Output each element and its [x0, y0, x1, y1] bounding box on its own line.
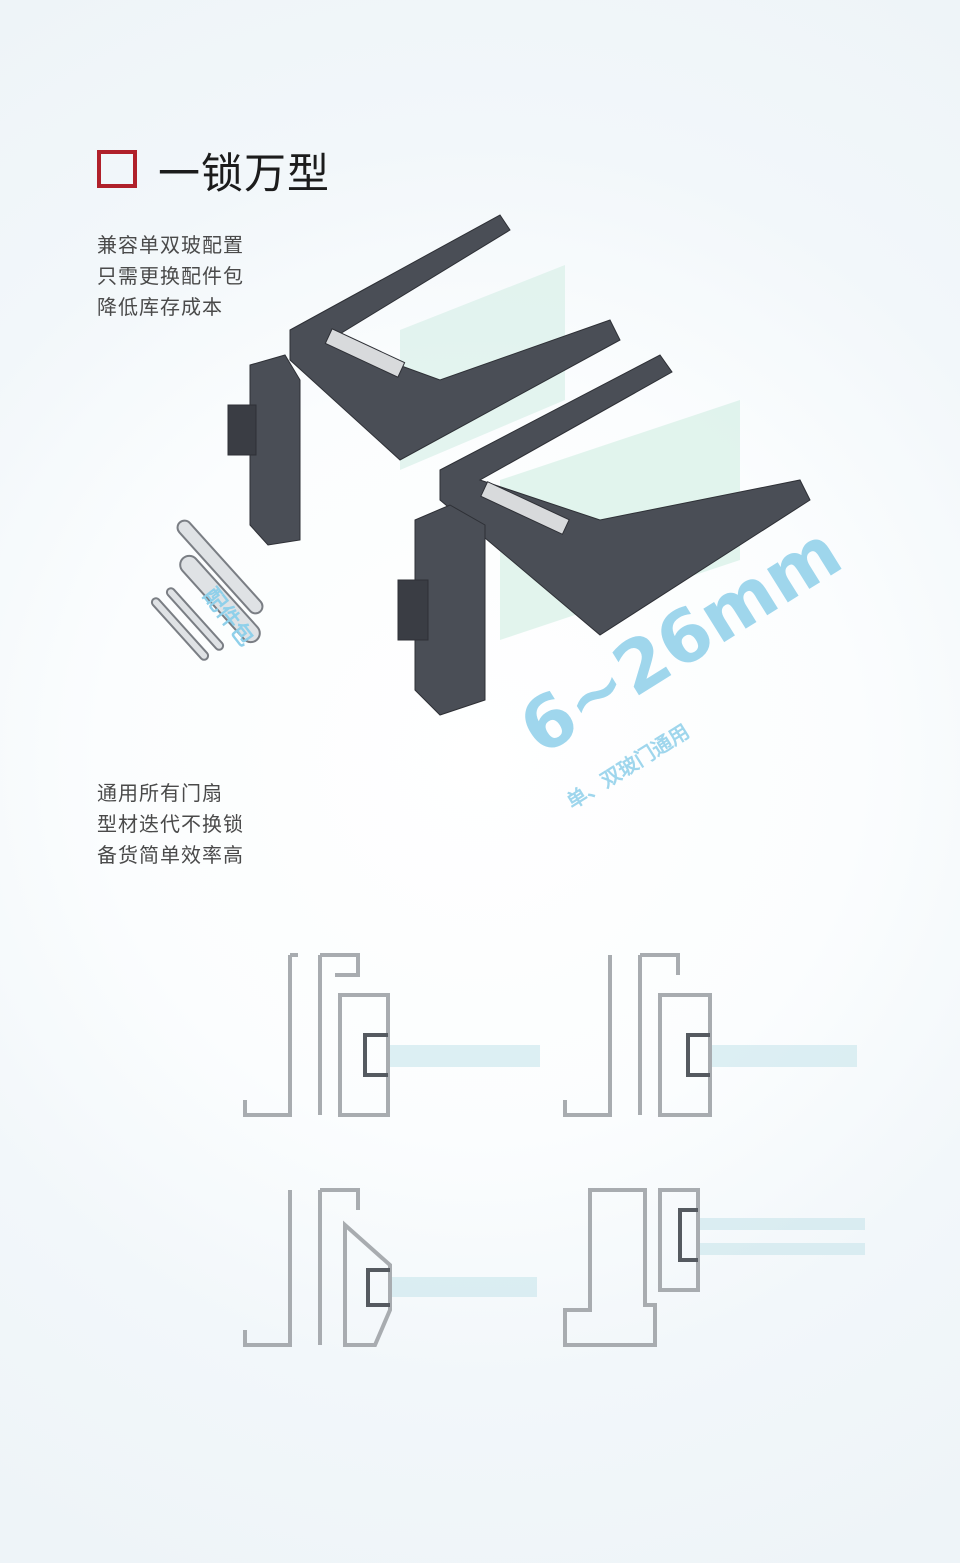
title-square-icon [97, 150, 137, 188]
feature-line: 备货简单效率高 [97, 843, 244, 867]
profile-diagram-2 [563, 953, 712, 1117]
lock-assembly-single [227, 214, 621, 546]
profile-diagram-1 [243, 953, 390, 1117]
profile-diagram-4 [563, 1188, 700, 1347]
feature-line: 兼容单双玻配置 [97, 233, 244, 257]
feature-line: 降低库存成本 [97, 295, 223, 319]
profile-diagrams [243, 953, 712, 1347]
feature-block-2: 通用所有门扇 型材迭代不换锁 备货简单效率高 [97, 778, 244, 871]
glass-beams [390, 1045, 865, 1297]
feature-line: 只需更换配件包 [97, 264, 244, 288]
feature-block-1: 兼容单双玻配置 只需更换配件包 降低库存成本 [97, 230, 244, 323]
feature-line: 通用所有门扇 [97, 781, 223, 805]
feature-line: 型材迭代不换锁 [97, 812, 244, 836]
profile-diagram-3 [243, 1188, 392, 1347]
lock-assembly-double [397, 354, 811, 716]
page-title: 一锁万型 [158, 149, 331, 198]
accessory-kit-rods [150, 519, 264, 661]
